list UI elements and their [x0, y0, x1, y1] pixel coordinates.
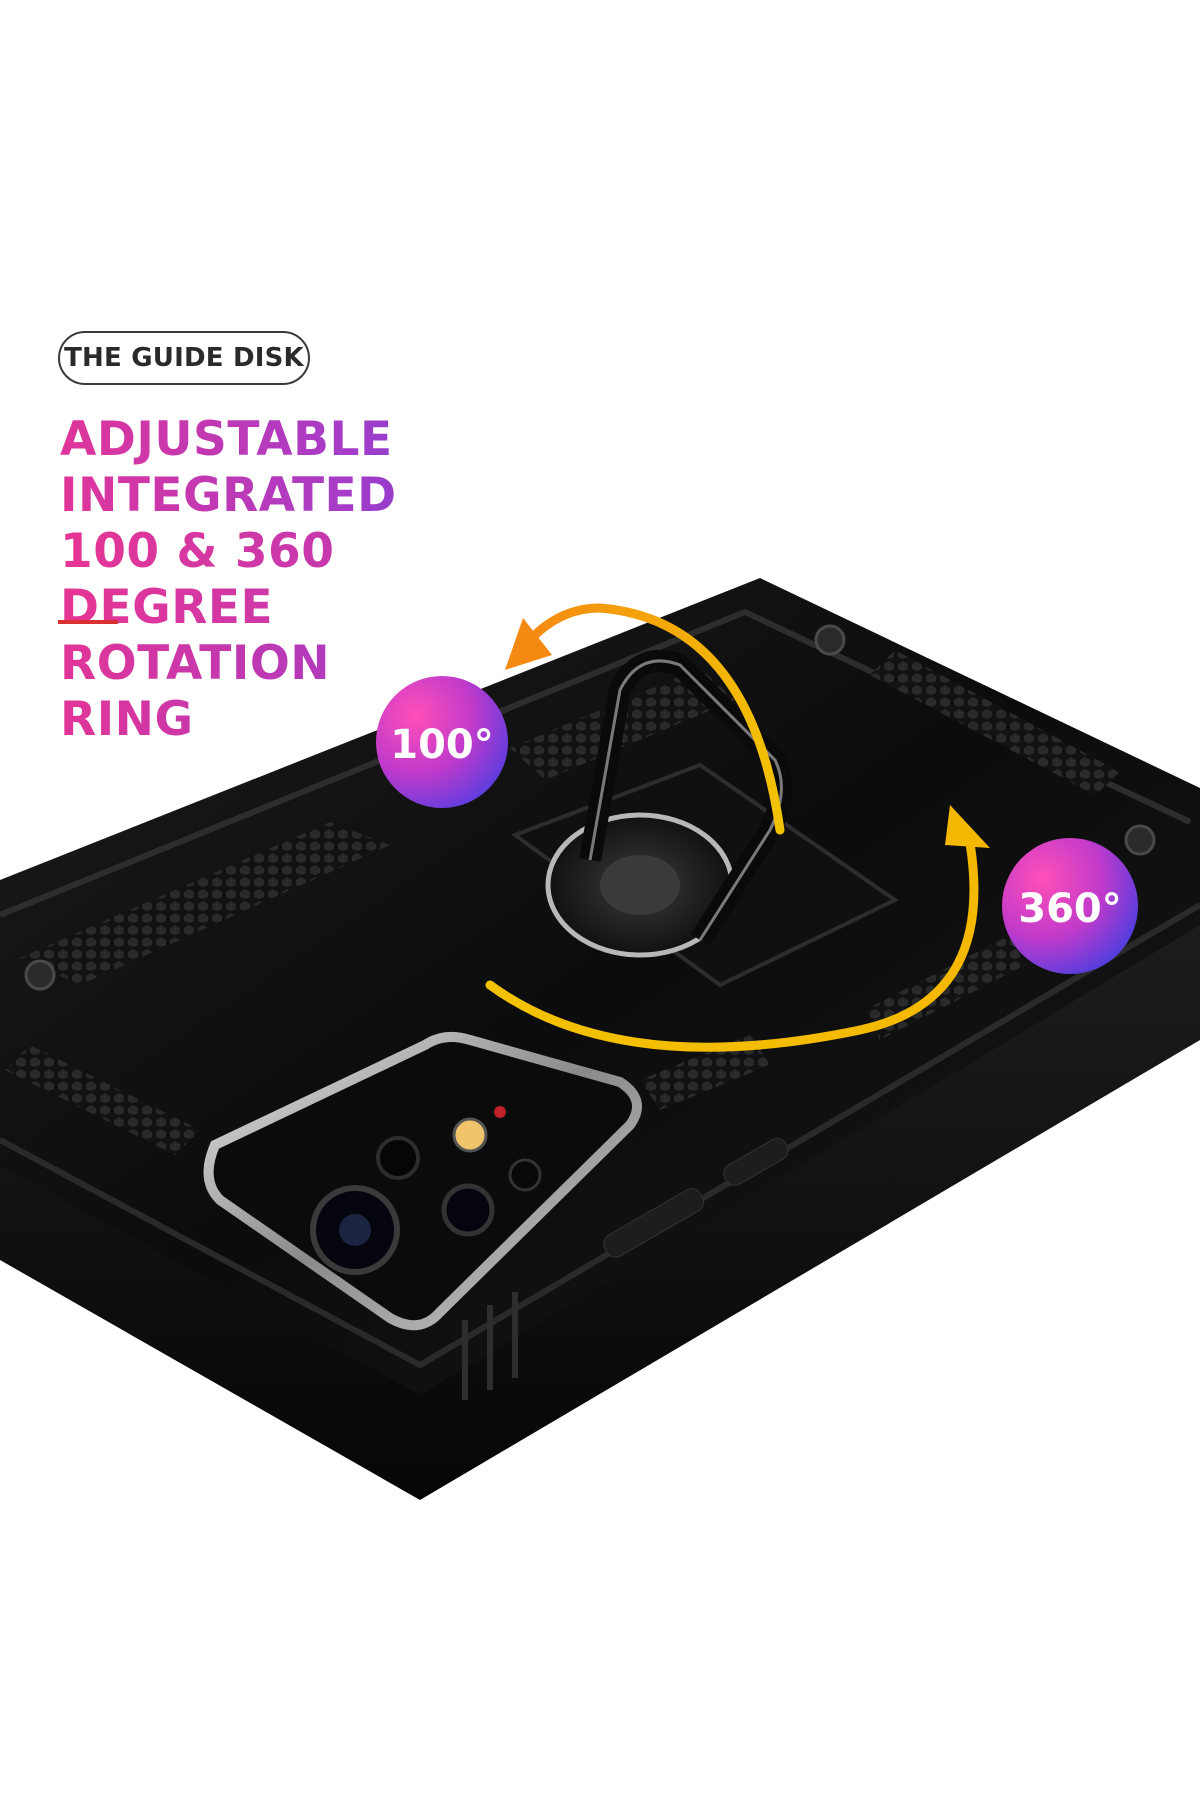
headline-line-2: 100 & 360 DEGREE [60, 524, 500, 636]
angle-badge-360: 360° [1002, 838, 1138, 974]
headline: ADJUSTABLE INTEGRATED 100 & 360 DEGREE R… [60, 412, 700, 748]
rotate-arrow-icon [485, 603, 990, 1052]
angle-label-360: 360° [1018, 886, 1122, 932]
accent-divider [58, 620, 118, 624]
headline-line-1: ADJUSTABLE INTEGRATED [60, 412, 700, 524]
headline-line-3: ROTATION RING [60, 636, 460, 748]
angle-label-100: 100° [390, 722, 494, 768]
angle-badge-100: 100° [376, 676, 508, 808]
guide-badge: THE GUIDE DISK [58, 331, 310, 385]
camera-module [203, 1031, 643, 1331]
